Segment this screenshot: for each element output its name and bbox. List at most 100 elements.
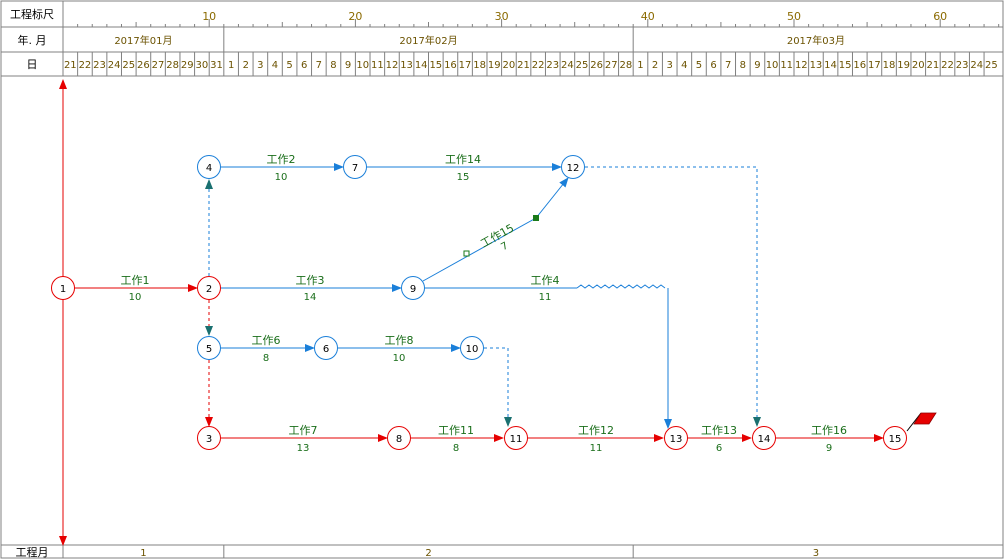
task-duration: 13 [297,443,310,454]
project-month-label: 工程月 [16,546,49,559]
task-label: 工作13 [701,424,737,437]
day-label: 5 [696,60,702,71]
day-label: 31 [210,60,223,71]
phase-label: 3 [813,548,819,559]
day-label: 16 [853,60,866,71]
task-label: 工作2 [267,153,296,166]
day-label: 1 [228,60,234,71]
node-1[interactable]: 1 [51,276,75,300]
task-duration: 8 [453,443,459,454]
day-label: 26 [590,60,603,71]
node-9[interactable]: 9 [401,276,425,300]
day-label: 24 [970,60,983,71]
node-10[interactable]: 10 [460,336,484,360]
day-label: 17 [459,60,472,71]
task-duration: 10 [393,353,406,364]
day-label: 25 [985,60,998,71]
day-label: 13 [810,60,823,71]
day-label: 5 [286,60,292,71]
task-duration: 11 [539,292,552,303]
day-label: 4 [272,60,278,71]
node-number: 14 [758,434,771,445]
task-label: 工作7 [289,424,318,437]
day-label: 20 [912,60,925,71]
node-number: 1 [60,284,66,295]
node-number: 4 [206,163,212,174]
day-label: 22 [532,60,545,71]
day-label: 14 [415,60,428,71]
progress-start-marker [463,250,470,257]
node-12[interactable]: 12 [561,155,585,179]
node-number: 11 [510,434,523,445]
ruler-number: 40 [641,10,655,23]
node-8[interactable]: 8 [387,426,411,450]
day-label: 25 [122,60,135,71]
day-label: 6 [710,60,716,71]
ruler-number: 10 [202,10,216,23]
node-number: 3 [206,434,212,445]
day-label: 27 [152,60,165,71]
free-float-wave [576,284,666,289]
node-number: 15 [889,434,902,445]
ruler-number: 50 [787,10,801,23]
node-14[interactable]: 14 [752,426,776,450]
node-11[interactable]: 11 [504,426,528,450]
node-4[interactable]: 4 [197,155,221,179]
task-duration: 10 [275,172,288,183]
task-label: 工作16 [811,424,847,437]
node-number: 13 [670,434,683,445]
day-label: 23 [546,60,559,71]
node-7[interactable]: 7 [343,155,367,179]
dummy-12-14[interactable] [585,166,761,427]
phase-label: 2 [425,548,431,559]
task-duration: 8 [263,353,269,364]
node-number: 8 [396,434,402,445]
day-label: 24 [561,60,574,71]
day-label: 15 [839,60,852,71]
day-label: 4 [681,60,687,71]
day-label: 9 [754,60,760,71]
node-3[interactable]: 3 [197,426,221,450]
ruler-row-label: 工程标尺 [10,7,54,21]
day-label: 12 [795,60,808,71]
node-number: 10 [466,344,479,355]
day-label: 25 [576,60,589,71]
day-label: 7 [316,60,322,71]
day-label: 21 [64,60,77,71]
task-label: 工作8 [385,334,414,347]
day-label: 2 [243,60,249,71]
task-label: 工作14 [445,153,481,166]
node-15[interactable]: 15 [883,426,907,450]
day-label: 18 [883,60,896,71]
node-number: 6 [323,344,329,355]
node-6[interactable]: 6 [314,336,338,360]
task-label: 工作6 [252,334,281,347]
day-label: 30 [196,60,209,71]
day-label: 16 [444,60,457,71]
month-label: 2017年01月 [114,34,172,47]
day-label: 19 [897,60,910,71]
node-13[interactable]: 13 [664,426,688,450]
activity-arrows [75,163,884,442]
finish-flag-icon [906,412,937,432]
month-label: 2017年02月 [399,34,457,47]
month-label: 2017年03月 [787,34,845,47]
day-label: 28 [620,60,633,71]
day-label: 12 [386,60,399,71]
day-label: 20 [503,60,516,71]
dummy-10-11[interactable] [484,347,512,427]
task-duration: 6 [716,443,722,454]
day-label: 21 [927,60,940,71]
day-label: 13 [400,60,413,71]
node-5[interactable]: 5 [197,336,221,360]
node-2[interactable]: 2 [197,276,221,300]
node-number: 7 [352,163,358,174]
progress-end-marker [533,215,539,221]
day-label: 14 [824,60,837,71]
task-label: 工作12 [578,424,614,437]
task-duration: 11 [590,443,603,454]
task-duration: 14 [304,292,317,303]
